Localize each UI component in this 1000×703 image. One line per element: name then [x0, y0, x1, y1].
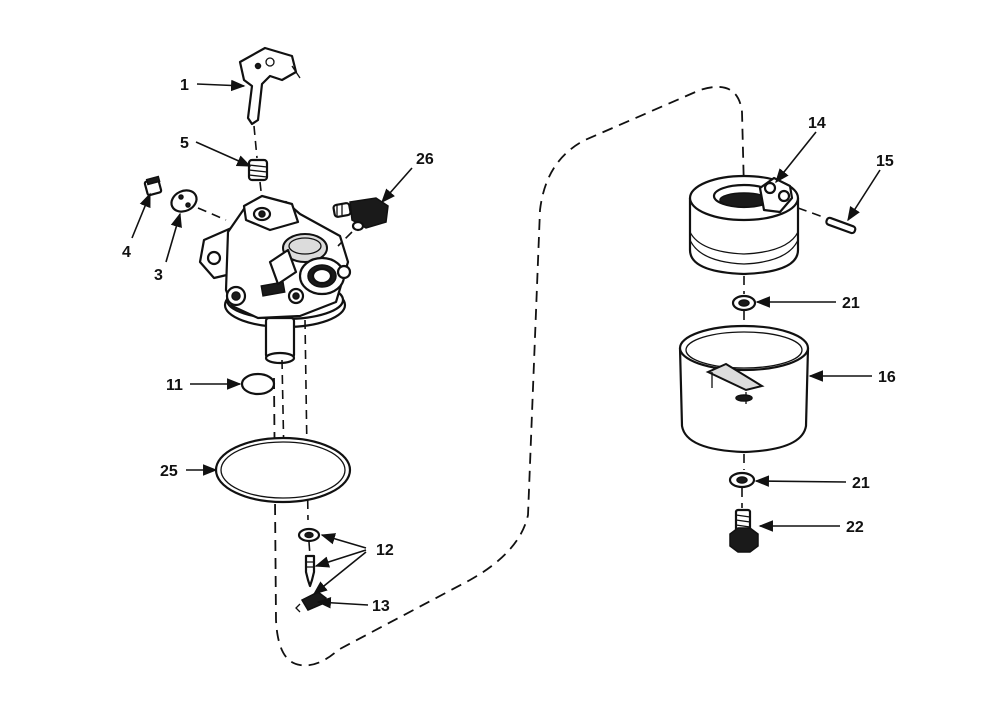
callout-1: 1: [180, 77, 189, 94]
callout-22: 22: [846, 519, 864, 536]
callout-14: 14: [808, 115, 826, 132]
leader-21b: [754, 475, 847, 487]
carburetor-body: [198, 194, 352, 365]
callout-13: 13: [372, 598, 390, 615]
part-15-hinge-pin: [825, 216, 857, 235]
part-4-screw: [143, 175, 163, 197]
part-26-fuel-fitting: [332, 197, 389, 232]
leader-12c: [312, 551, 367, 595]
part-1-throttle-shaft: [238, 46, 301, 126]
part-14-float: [688, 174, 800, 276]
dash-pin-to-float: [797, 207, 827, 219]
part-11-welch-plug: [240, 372, 276, 396]
dash-26-to-body: [337, 231, 353, 247]
callout-25: 25: [160, 463, 178, 480]
leader-12a: [320, 533, 367, 549]
callout-15: 15: [876, 153, 894, 170]
part-16-float-bowl: [678, 324, 810, 454]
part-22-bowl-bolt: [729, 508, 759, 553]
part-21-upper-washer: [731, 294, 757, 312]
part-12-washer: [297, 527, 321, 543]
leader-1: [196, 79, 246, 92]
leader-15: [847, 169, 881, 222]
callout-5: 5: [180, 135, 189, 152]
part-25-bowl-gasket: [214, 436, 352, 504]
callout-21-upper: 21: [842, 295, 860, 312]
callout-16: 16: [878, 369, 896, 386]
dash-1-to-5: [253, 125, 258, 159]
dashed-assembly-loop: [273, 86, 745, 667]
leader-26: [381, 167, 413, 204]
callout-4: 4: [122, 244, 131, 261]
part-12-needle: [304, 554, 316, 588]
part-3-throttle-plate: [170, 189, 198, 213]
leader-13: [316, 597, 369, 609]
dash-washer-needle: [308, 541, 311, 557]
callout-26: 26: [416, 151, 434, 168]
part-21-lower-washer: [728, 471, 756, 489]
callout-11: 11: [166, 377, 183, 394]
leader-14: [775, 131, 817, 184]
callout-12: 12: [376, 542, 394, 559]
dash-3-to-body: [197, 207, 227, 221]
leader-3: [165, 212, 182, 263]
leader-5: [195, 141, 252, 167]
leader-4: [131, 192, 151, 239]
part-5-spring: [247, 158, 269, 182]
callout-21-lower: 21: [852, 475, 870, 492]
leader-12b: [314, 549, 367, 568]
callout-3: 3: [154, 267, 163, 284]
